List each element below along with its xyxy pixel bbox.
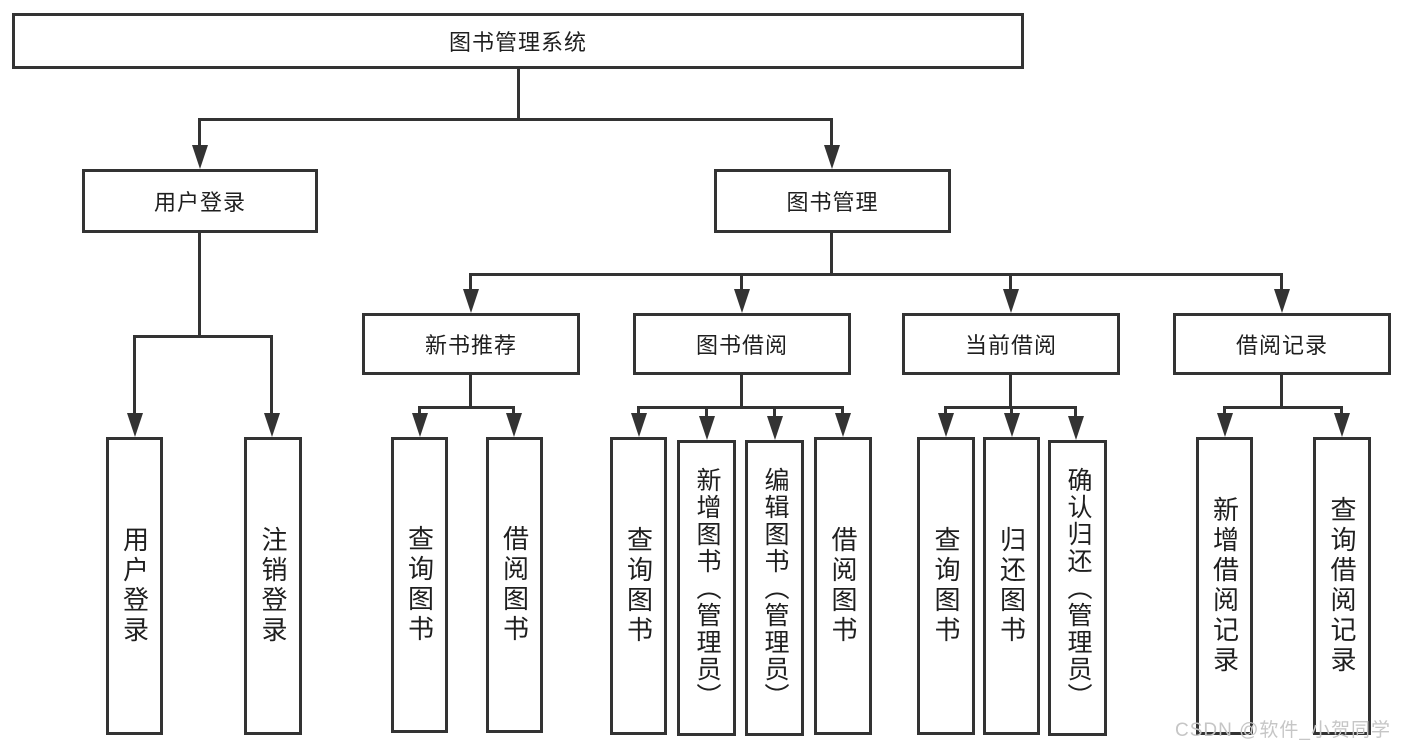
node-book-management-label: 图书管理 [786, 190, 879, 215]
node-records-query-record: 查询借阅记录 [1313, 437, 1371, 735]
node-user-login-login: 用户登录 [106, 437, 163, 735]
node-current-borrow: 当前借阅 [902, 313, 1120, 375]
node-current-query-book: 查询图书 [917, 437, 975, 735]
leaf-label: 查询图书 [623, 526, 654, 646]
leaf-label: 查询图书 [404, 525, 435, 645]
node-current-borrow-label: 当前借阅 [964, 333, 1057, 358]
node-current-return-book: 归还图书 [983, 437, 1040, 735]
connector-new-book-rec-stem [469, 375, 472, 406]
node-book-borrow-label: 图书借阅 [695, 333, 788, 358]
connector-drop-new-book-rec [469, 273, 472, 293]
node-records-add-record: 新增借阅记录 [1196, 437, 1253, 735]
connector-new-book-rec-split [418, 406, 515, 409]
leaf-label: 归还图书 [996, 526, 1027, 646]
connector-drop-borrow-add [705, 406, 708, 420]
leaf-label: 查询借阅记录 [1327, 496, 1357, 676]
connector-drop-current-confirm [1074, 406, 1077, 420]
connector-user-login-stem [198, 233, 201, 335]
connector-current-borrow-stem [1009, 375, 1012, 406]
node-user-login-label: 用户登录 [153, 190, 246, 215]
arrow-down-icon [1003, 289, 1019, 313]
arrow-down-icon [767, 416, 783, 440]
leaf-label: 确认归还（管理员） [1064, 466, 1092, 710]
arrow-down-icon [1068, 416, 1084, 440]
connector-drop-book-management [830, 118, 833, 148]
node-borrow-borrow-book: 借阅图书 [814, 437, 872, 735]
node-rec-borrow-book: 借阅图书 [486, 437, 543, 733]
arrow-down-icon [463, 289, 479, 313]
node-root-label: 图书管理系统 [448, 30, 587, 55]
connector-borrow-records-split [1223, 406, 1342, 409]
arrow-down-icon [127, 413, 143, 437]
connector-drop-login [133, 335, 136, 417]
arrow-down-icon [1334, 413, 1350, 437]
connector-book-borrow-stem [740, 375, 743, 406]
node-book-borrow: 图书借阅 [633, 313, 851, 375]
node-new-book-rec: 新书推荐 [362, 313, 580, 375]
node-root-system: 图书管理系统 [12, 13, 1024, 69]
connector-drop-borrow-records [1280, 273, 1283, 293]
connector-book-management-split [469, 273, 1283, 276]
connector-drop-current-borrow [1009, 273, 1012, 293]
leaf-label: 查询图书 [931, 526, 961, 646]
leaf-label: 用户登录 [119, 526, 150, 646]
csdn-watermark: CSDN @软件_小贺同学 [1175, 720, 1391, 741]
leaf-label: 注销登录 [258, 526, 288, 646]
arrow-down-icon [264, 413, 280, 437]
arrow-down-icon [1004, 413, 1020, 437]
connector-root-split [198, 118, 833, 121]
node-borrow-records: 借阅记录 [1173, 313, 1391, 375]
arrow-down-icon [824, 145, 840, 169]
node-rec-query-book: 查询图书 [391, 437, 448, 733]
arrow-down-icon [699, 416, 715, 440]
connector-drop-logout [270, 335, 273, 417]
arrow-down-icon [734, 289, 750, 313]
arrow-down-icon [1217, 413, 1233, 437]
node-borrow-records-label: 借阅记录 [1235, 333, 1328, 358]
connector-book-management-stem [830, 233, 833, 273]
connector-root-stem [517, 69, 520, 119]
connector-borrow-records-stem [1280, 375, 1283, 406]
leaf-label: 新增借阅记录 [1209, 496, 1240, 676]
node-borrow-edit-book: 编辑图书（管理员） [745, 440, 804, 736]
arrow-down-icon [631, 413, 647, 437]
node-new-book-rec-label: 新书推荐 [424, 333, 517, 358]
arrow-down-icon [835, 413, 851, 437]
connector-drop-book-borrow [740, 273, 743, 293]
connector-drop-borrow-edit [773, 406, 776, 420]
connector-drop-user-login [198, 118, 201, 148]
arrow-down-icon [412, 413, 428, 437]
leaf-label: 编辑图书（管理员） [761, 466, 789, 710]
connector-user-login-split [133, 335, 273, 338]
leaf-label: 借阅图书 [499, 525, 530, 645]
node-current-confirm-return: 确认归还（管理员） [1048, 440, 1107, 736]
node-user-login: 用户登录 [82, 169, 318, 233]
arrow-down-icon [506, 413, 522, 437]
node-borrow-add-book: 新增图书（管理员） [677, 440, 736, 736]
arrow-down-icon [938, 413, 954, 437]
node-book-management: 图书管理 [714, 169, 951, 233]
arrow-down-icon [192, 145, 208, 169]
arrow-down-icon [1274, 289, 1290, 313]
connector-book-borrow-split [637, 406, 844, 409]
leaf-label: 新增图书（管理员） [693, 466, 721, 710]
node-borrow-query-book: 查询图书 [610, 437, 667, 735]
node-user-login-logout: 注销登录 [244, 437, 302, 735]
leaf-label: 借阅图书 [828, 526, 858, 646]
